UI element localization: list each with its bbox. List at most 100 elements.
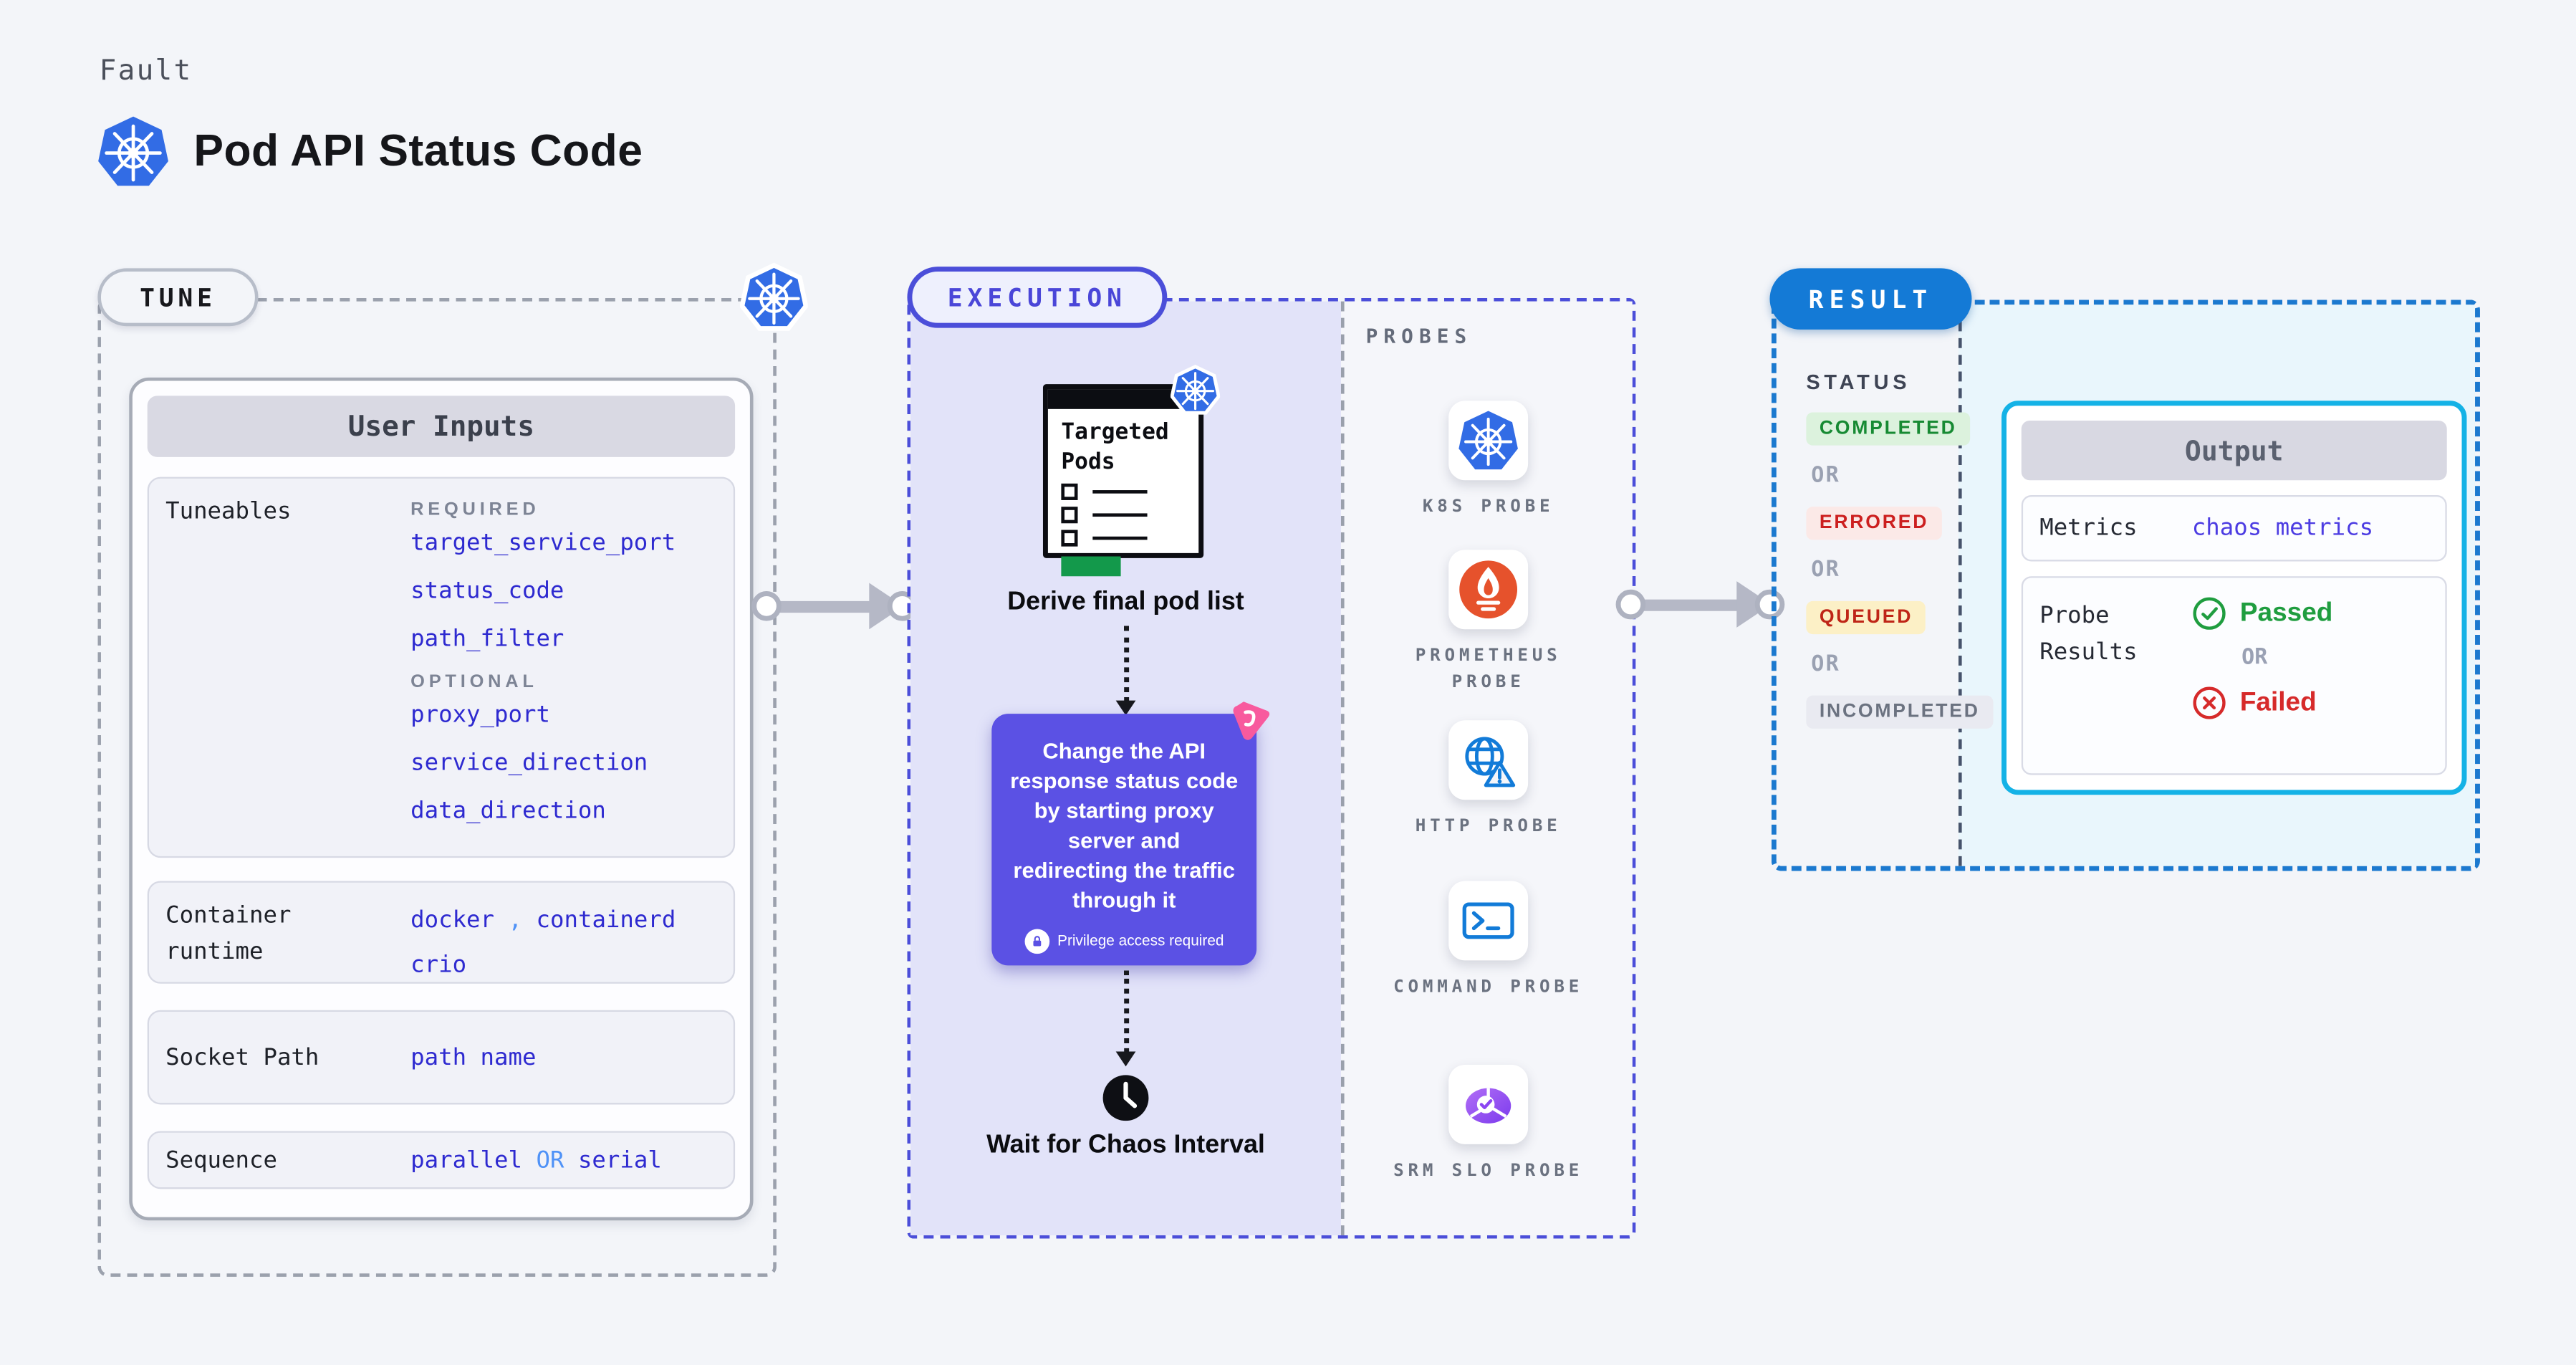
fault-kicker: Fault <box>99 54 193 88</box>
container-runtime-label-text: Container runtime <box>165 902 292 965</box>
list-line <box>1092 513 1148 517</box>
title-row: Pod API Status Code <box>96 112 643 191</box>
arrow-bar <box>1629 598 1747 610</box>
arrow-bar <box>764 600 880 612</box>
checkbox-icon <box>1061 507 1078 524</box>
failed-label: Failed <box>2239 688 2317 717</box>
or-separator: OR <box>1811 652 1841 678</box>
arrow-down-icon <box>1115 1051 1136 1067</box>
sequence-parallel: parallel <box>410 1146 522 1174</box>
derive-pod-list-label: Derive final pod list <box>1007 588 1244 616</box>
runtime-containerd: containerd <box>536 907 676 934</box>
kubernetes-icon <box>740 262 808 332</box>
sequence-label: Sequence <box>165 1146 277 1174</box>
probe-label: K8S PROBE <box>1422 497 1554 517</box>
runtime-crio: crio <box>410 952 467 979</box>
probe-label: PROMETHEUS PROBE <box>1415 646 1562 693</box>
user-inputs-card: User Inputs Tuneables REQUIRED target_se… <box>129 377 754 1221</box>
or-separator: OR <box>1811 557 1841 583</box>
socket-path-row: Socket Path path name <box>147 1010 736 1105</box>
probe-results-row: Probe Results Passed OR Failed <box>2021 576 2447 775</box>
metrics-value: chaos metrics <box>2191 514 2374 542</box>
flow-connector <box>1124 970 1130 1053</box>
execution-badge: EXECUTION <box>907 267 1168 328</box>
output-header: Output <box>2021 421 2447 481</box>
status-header: STATUS <box>1806 370 1911 395</box>
probe-label: SRM SLO PROBE <box>1393 1161 1584 1181</box>
list-line <box>1092 536 1148 541</box>
kubernetes-icon <box>1171 364 1220 416</box>
connector-dot <box>1754 589 1785 620</box>
socket-path-value: path name <box>410 1044 537 1071</box>
container-runtime-row: Container runtime docker , containerd cr… <box>147 881 736 984</box>
privilege-row: Privilege access required <box>991 928 1256 954</box>
probe-label: HTTP PROBE <box>1415 816 1562 837</box>
container-runtime-label: Container runtime <box>165 883 410 982</box>
runtime-docker: docker <box>410 907 495 934</box>
x-circle-icon <box>2192 686 2227 721</box>
fault-action-text: Change the API response status code by s… <box>1010 738 1239 914</box>
connector-dot <box>751 591 782 621</box>
kubernetes-icon <box>1448 401 1529 481</box>
probe-results-label: Probe Results <box>2023 578 2192 774</box>
tuneable-data-direction: data_direction <box>410 798 606 825</box>
tuneable-service-direction: service_direction <box>410 749 648 777</box>
result-badge: RESULT <box>1769 268 1972 330</box>
terminal-icon <box>1448 881 1529 961</box>
tuneables-row: Tuneables REQUIRED target_service_port s… <box>147 476 736 858</box>
arrow-down-icon <box>1115 700 1136 716</box>
status-badge-queued: QUEUED <box>1806 600 1926 635</box>
tune-section-box <box>97 297 777 1277</box>
tuneable-proxy-port: proxy_port <box>410 701 550 729</box>
probe-item-srm-slo: SRM SLO PROBE <box>1345 1065 1633 1184</box>
probe-item-prometheus: PROMETHEUS PROBE <box>1345 550 1633 696</box>
prometheus-icon <box>1448 550 1529 630</box>
required-label: REQUIRED <box>410 499 540 520</box>
checkbox-icon <box>1061 484 1078 501</box>
container-runtime-values: docker , containerd crio <box>410 883 720 982</box>
passed-label: Passed <box>2239 598 2333 627</box>
clock-icon <box>1101 1073 1150 1123</box>
kubernetes-icon <box>96 112 170 191</box>
probes-panel: PROBES K8S PROBE PROMETHEUS PROBE HTTP P… <box>1340 301 1633 1236</box>
page-title: Pod API Status Code <box>193 125 643 176</box>
metrics-label: Metrics <box>2039 514 2138 542</box>
execution-panel: Targeted Pods Derive final pod list Chan… <box>910 301 1341 1236</box>
socket-path-label: Socket Path <box>165 1044 319 1071</box>
tuneables-label: Tuneables <box>165 498 292 525</box>
probe-item-command: COMMAND PROBE <box>1345 881 1633 1000</box>
sequence-values: parallel OR serial <box>410 1146 720 1173</box>
status-badge-completed: COMPLETED <box>1806 412 1971 446</box>
probes-header: PROBES <box>1365 324 1473 348</box>
sequence-row: Sequence parallel OR serial <box>147 1131 736 1189</box>
connector-dot <box>1615 589 1646 620</box>
flow-connector <box>1124 626 1130 702</box>
highlight-bar <box>1061 556 1121 577</box>
sequence-or: OR <box>536 1146 564 1174</box>
tuneables-values: REQUIRED target_service_port status_code… <box>410 479 720 856</box>
result-section-box: STATUS COMPLETED OR ERRORED OR QUEUED OR… <box>1771 300 2480 871</box>
output-card: Output Metrics chaos metrics Probe Resul… <box>2001 401 2467 795</box>
pod-list-item <box>1061 530 1198 547</box>
or-separator: OR <box>1811 464 1841 489</box>
sequence-serial: serial <box>577 1146 662 1174</box>
litmus-chaos-icon <box>1228 699 1273 744</box>
probe-label: COMMAND PROBE <box>1393 977 1584 997</box>
tuneable-status-code: status_code <box>410 578 564 605</box>
status-column: STATUS COMPLETED OR ERRORED OR QUEUED OR… <box>1806 370 1994 729</box>
tune-badge: TUNE <box>97 268 259 327</box>
tuneable-target-service-port: target_service_port <box>410 530 676 557</box>
metrics-row: Metrics chaos metrics <box>2021 495 2447 562</box>
execution-section-box: Targeted Pods Derive final pod list Chan… <box>907 297 1636 1239</box>
probe-item-k8s: K8S PROBE <box>1345 401 1633 520</box>
privilege-note: Privilege access required <box>1057 932 1224 949</box>
wait-chaos-interval-label: Wait for Chaos Interval <box>986 1131 1265 1159</box>
probe-results-label-text: Probe Results <box>2039 603 2138 666</box>
tuneable-path-filter: path_filter <box>410 626 564 653</box>
status-badge-errored: ERRORED <box>1806 507 1942 540</box>
pod-list-item <box>1061 507 1198 524</box>
fault-action-card: Change the API response status code by s… <box>991 714 1256 966</box>
tune-to-execution-arrow <box>751 583 918 630</box>
list-line <box>1092 489 1148 494</box>
or-separator: OR <box>2241 646 2268 671</box>
